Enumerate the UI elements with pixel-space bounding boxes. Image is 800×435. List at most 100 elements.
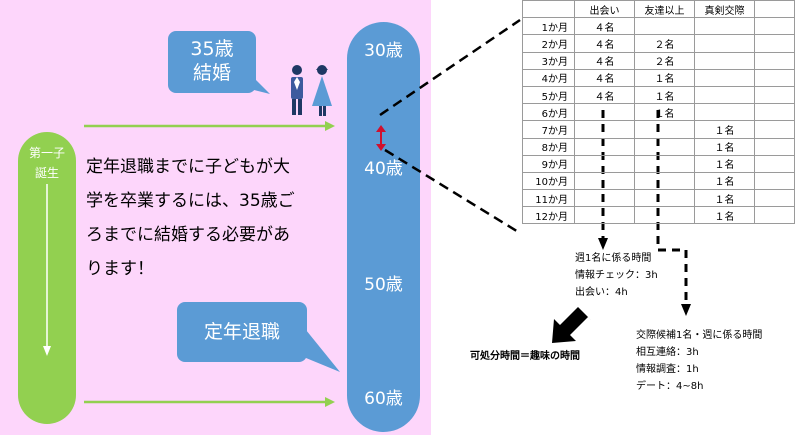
table-month-cell: 9か月 [522,154,575,173]
table-row: 10か月 １名 [522,171,795,191]
table-cell: １名 [694,206,755,225]
main-message-line: ります！ [86,259,154,279]
table-cell [634,137,695,156]
table-cell [694,85,755,105]
table-header-cell [522,0,575,19]
table-empty-cell [754,206,795,225]
dating-time-note: 交際候補1名・週に係る時間 相互連絡：3h 情報調査：1h デート：4~8h [636,327,762,395]
table-cell: ４名 [574,85,635,105]
table-empty-cell [754,68,795,87]
retirement-callout-label: 定年退職 [203,321,280,343]
note-line: 週1名に係る時間 [575,253,652,264]
table-cell [634,189,695,208]
table-cell: ４名 [574,34,635,53]
couple-icon [291,65,332,116]
table-empty-cell [754,85,795,105]
table-month-cell: 2か月 [522,34,575,53]
table-cell [694,34,755,53]
main-message: 定年退職までに子どもが大 学を卒業するには、35歳ご ろまでに結婚する必要があ … [86,150,336,286]
table-cell: ４名 [574,51,635,70]
table-cell [634,17,695,36]
table-empty-cell [754,189,795,208]
table-empty-cell [754,34,795,53]
table-month-cell: 5か月 [522,85,575,105]
table-cell [694,68,755,87]
table-cell [694,103,755,122]
table-month-cell: 1か月 [522,17,575,36]
table-row: 9か月 １名 [522,154,795,173]
table-empty-cell [754,51,795,70]
table-month-cell: 3か月 [522,51,575,70]
age-timeline-bar: 30歳 40歳 50歳 60歳 [347,22,420,432]
age-50-label: 50歳 [364,275,403,295]
table-cell: １名 [694,154,755,173]
table-cell [574,189,635,208]
top-green-arrow [84,121,335,131]
retirement-callout: 定年退職 [177,302,307,362]
marriage-callout-line2: 結婚 [192,62,231,84]
main-message-line: 学を卒業するには、35歳ご [86,191,295,211]
table-cell [634,206,695,225]
weekly-time-note: 週1名に係る時間 情報チェック：3h 出会い：4h [575,250,658,301]
table-header-cell: 友達以上 [634,0,695,19]
table-header-cell: 出会い [574,0,635,19]
main-message-line: 定年退職までに子どもが大 [86,157,290,177]
table-cell: ４名 [574,68,635,87]
table-cell [574,206,635,225]
table-cell: １名 [694,120,755,139]
table-cell [574,120,635,139]
table-row: 7か月 １名 [522,120,795,139]
note-line: 情報調査：1h [636,364,699,375]
table-cell [634,171,695,191]
table-cell: １名 [694,171,755,191]
table-month-cell: 4か月 [522,68,575,87]
table-empty-cell [754,171,795,191]
table-cell [694,17,755,36]
table-empty-cell [754,17,795,36]
table-empty-cell [754,137,795,156]
note-line: 交際候補1名・週に係る時間 [636,330,763,341]
table-cell: ２名 [634,34,695,53]
note-line: 情報チェック：3h [575,270,658,281]
table-month-cell: 11か月 [522,189,575,208]
table-cell: ２名 [634,51,695,70]
table-empty-cell [754,103,795,122]
table-cell [634,154,695,173]
table-cell: １名 [694,137,755,156]
table-cell: １名 [634,85,695,105]
marriage-callout-line1: 35歳 [190,38,234,60]
note-line: 出会い：4h [575,287,628,298]
table-month-cell: 7か月 [522,120,575,139]
first-child-bar: 第一子 誕生 [18,132,76,424]
child-label-line2: 誕生 [34,166,59,180]
table-month-cell: 12か月 [522,206,575,225]
table-header-row: 出会い友達以上真剣交際 [522,0,795,19]
zoom-line-top [379,18,521,117]
note-line: 相互連絡：3h [636,347,699,358]
age-40-label: 40歳 [364,159,403,179]
result-label: 可処分時間＝趣味の時間 [470,351,580,362]
retirement-callout-tail [306,330,340,372]
table-cell: １名 [634,68,695,87]
table-header-cell: 真剣交際 [694,0,755,19]
marriage-callout: 35歳 結婚 [168,31,256,93]
table-empty-cell [754,120,795,139]
table-month-cell: 6か月 [522,103,575,122]
table-month-cell: 8か月 [522,137,575,156]
table-row: 8か月 １名 [522,137,795,156]
note-line: デート：4~8h [636,381,704,392]
table-row: 12か月 １名 [522,206,795,225]
table-cell [574,171,635,191]
table-cell [574,154,635,173]
table-month-cell: 10か月 [522,171,575,191]
bottom-green-arrow [84,397,335,407]
table-cell: ４名 [574,17,635,36]
